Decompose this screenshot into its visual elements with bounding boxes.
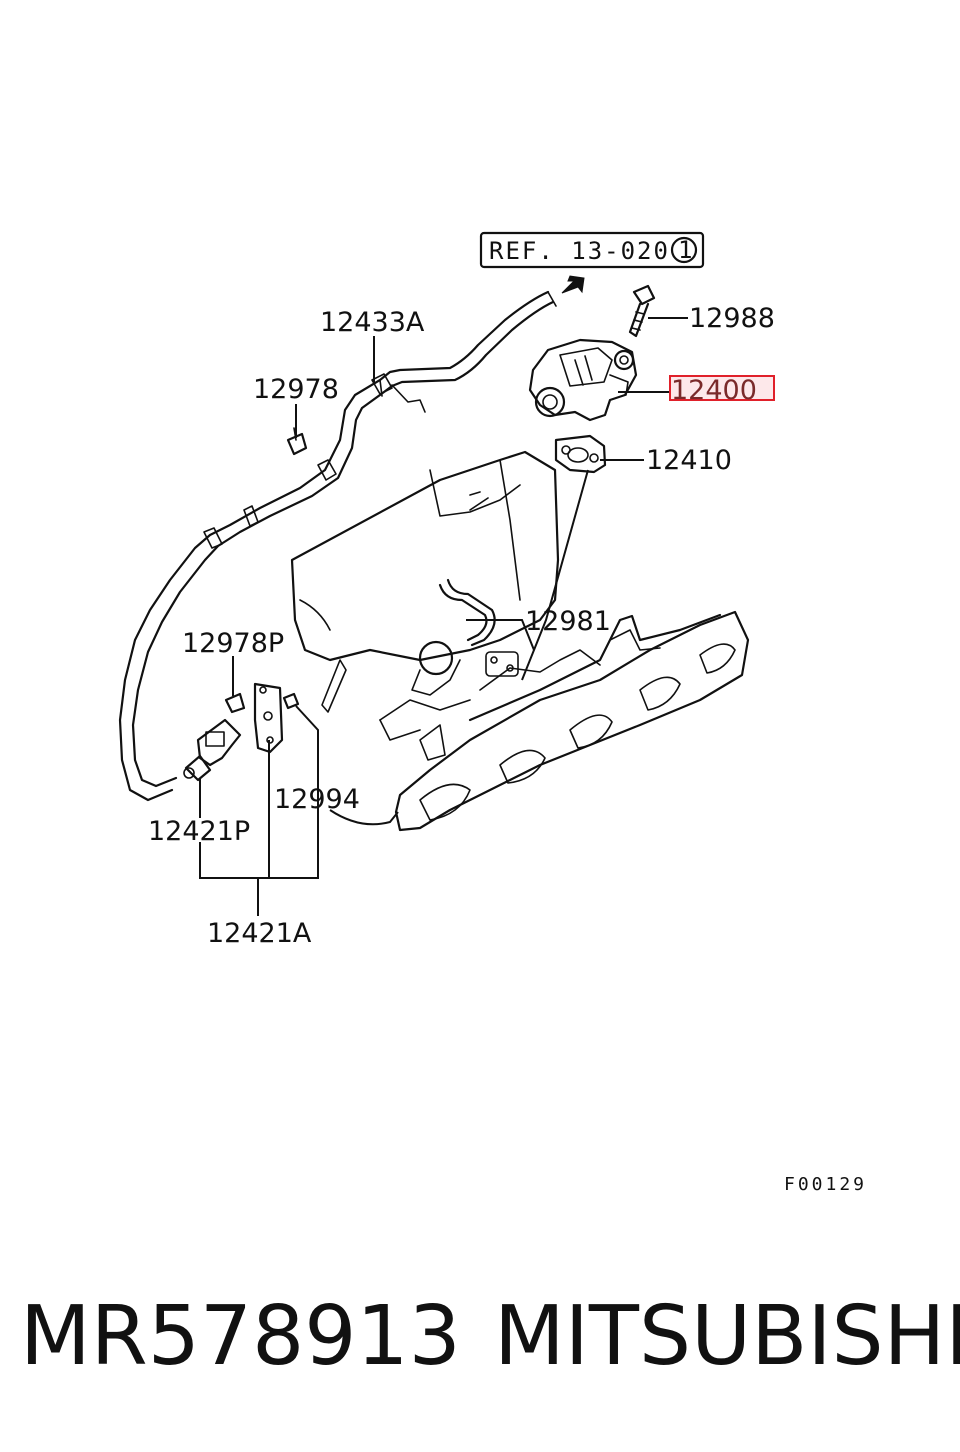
- hose-12433A: [118, 290, 557, 802]
- intake-manifold: [379, 610, 750, 832]
- engine-block-outline: [290, 450, 560, 713]
- label-12981[interactable]: 12981: [525, 606, 611, 637]
- leader-lines: [199, 317, 688, 916]
- label-12433A[interactable]: 12433A: [320, 307, 425, 338]
- bolt-12988: [628, 284, 656, 338]
- hose-clips: [203, 373, 393, 549]
- figure-code: F00129: [784, 1174, 867, 1195]
- hose-12981-outer: [446, 578, 496, 647]
- footer-part-number: MR578913: [20, 1289, 461, 1384]
- gasket-12410: [554, 434, 607, 474]
- reference-arrow-icon: [561, 275, 585, 294]
- label-12988[interactable]: 12988: [689, 303, 775, 334]
- reference-circle: [670, 236, 698, 264]
- nut-12994: [282, 692, 300, 710]
- highlighted-part-12400[interactable]: 12400: [669, 375, 775, 406]
- label-12410[interactable]: 12410: [646, 445, 732, 476]
- solenoid-valve-12421P: [183, 718, 242, 782]
- sensor-body: [411, 640, 461, 761]
- reference-callout[interactable]: REF. 13-020 1: [479, 231, 705, 269]
- bolt-12978P: [224, 692, 246, 714]
- label-12978P[interactable]: 12978P: [182, 628, 284, 659]
- reference-text: REF. 13-020: [489, 237, 670, 265]
- highlight-box: [669, 375, 775, 401]
- footer-brand: MITSUBISHI: [494, 1289, 960, 1384]
- label-12994[interactable]: 12994: [274, 784, 360, 815]
- egr-valve-12400: [528, 338, 638, 422]
- label-12421P[interactable]: 12421P: [148, 816, 250, 847]
- reference-circled-number: 1: [678, 236, 694, 264]
- label-12400: 12400: [671, 375, 757, 406]
- hose-12981: [438, 583, 488, 642]
- reference-box: [479, 231, 705, 269]
- label-12978[interactable]: 12978: [253, 374, 339, 405]
- label-12421A[interactable]: 12421A: [207, 918, 312, 949]
